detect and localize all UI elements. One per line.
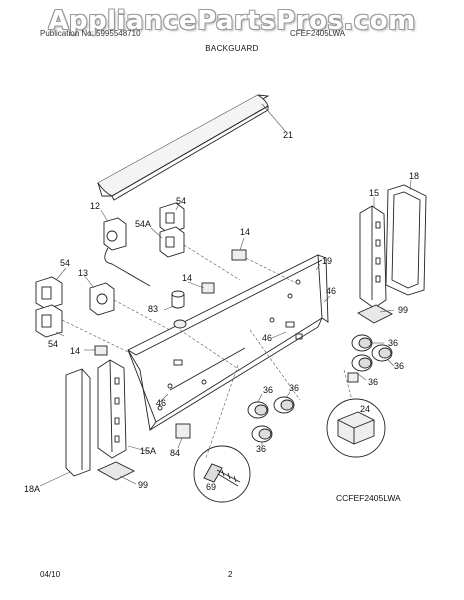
callout-14-mid: 14 — [182, 273, 192, 283]
callout-14-top: 14 — [240, 227, 250, 237]
part-36-knob-d[interactable] — [247, 401, 269, 419]
part-54-switch-left[interactable] — [35, 276, 63, 310]
callout-54-top: 54 — [176, 196, 186, 206]
part-69-screw-detail[interactable] — [193, 445, 251, 503]
callout-15: 15 — [369, 188, 379, 198]
callout-15a: 15A — [140, 446, 156, 456]
part-15-side-bracket-right[interactable] — [359, 205, 387, 309]
part-18-end-trim-right[interactable] — [385, 184, 427, 296]
callout-14-left: 14 — [70, 346, 80, 356]
callout-21: 21 — [283, 130, 293, 140]
callout-36-b: 36 — [394, 361, 404, 371]
callout-54-left: 54 — [60, 258, 70, 268]
part-12-infinite-switch[interactable] — [103, 217, 151, 287]
part-36-knob-a[interactable] — [351, 334, 373, 352]
part-99-pad-left[interactable] — [96, 461, 136, 481]
part-54-switch-upper[interactable] — [159, 202, 185, 234]
part-21-top-trim[interactable] — [96, 94, 270, 201]
watermark-logo: AppliancePartsPros.com — [48, 6, 416, 36]
part-14-clip-mid[interactable] — [201, 282, 215, 294]
publication-number: Publication No: 5995548710 — [40, 29, 141, 38]
part-54a-switch-upper[interactable] — [159, 226, 185, 258]
model-number-header: CFEF2405LWA — [290, 29, 346, 38]
callout-99-left: 99 — [138, 480, 148, 490]
footer-date: 04/10 — [40, 570, 61, 579]
callout-13: 13 — [78, 268, 88, 278]
part-24-detail-circle[interactable] — [326, 398, 386, 458]
part-18a-end-trim-left[interactable] — [65, 368, 91, 477]
callout-54a-top: 54A — [135, 219, 151, 229]
part-99-pad-right[interactable] — [357, 304, 393, 324]
part-14-clip-top[interactable] — [231, 249, 247, 261]
diagram-model-code: CCFEF2405LWA — [336, 493, 401, 503]
callout-24: 24 — [360, 404, 370, 414]
part-36-knob-e[interactable] — [273, 396, 295, 414]
part-84-terminal-block[interactable] — [175, 423, 191, 439]
callout-46-mid: 46 — [262, 333, 272, 343]
callout-46-left: 46 — [156, 398, 166, 408]
part-19-backguard-panel[interactable] — [127, 254, 329, 432]
part-36-knob-f[interactable] — [251, 425, 273, 443]
callout-83: 83 — [148, 304, 158, 314]
callout-54-lower: 54 — [48, 339, 58, 349]
callout-99-right: 99 — [398, 305, 408, 315]
part-knob-clip[interactable] — [347, 372, 359, 383]
part-54-switch-lower[interactable] — [35, 304, 63, 338]
callout-19: 19 — [322, 256, 332, 266]
footer-page-number: 2 — [228, 570, 233, 579]
part-14-clip-left[interactable] — [94, 345, 108, 356]
part-83-indicator-light[interactable] — [171, 290, 187, 329]
callout-18a: 18A — [24, 484, 40, 494]
callout-46-right: 46 — [326, 286, 336, 296]
section-title: BACKGUARD — [205, 44, 259, 53]
callout-36-a: 36 — [388, 338, 398, 348]
callout-18: 18 — [409, 171, 419, 181]
callout-36-f: 36 — [256, 444, 266, 454]
callout-84: 84 — [170, 448, 180, 458]
callout-69: 69 — [206, 482, 216, 492]
part-36-knob-b[interactable] — [351, 354, 373, 372]
part-15a-side-bracket-left[interactable] — [97, 359, 127, 459]
callout-36-d: 36 — [263, 385, 273, 395]
callout-36-c: 36 — [368, 377, 378, 387]
part-13-switch[interactable] — [89, 282, 115, 316]
callout-36-e: 36 — [289, 383, 299, 393]
callout-12: 12 — [90, 201, 100, 211]
part-36-knob-c[interactable] — [371, 344, 393, 362]
